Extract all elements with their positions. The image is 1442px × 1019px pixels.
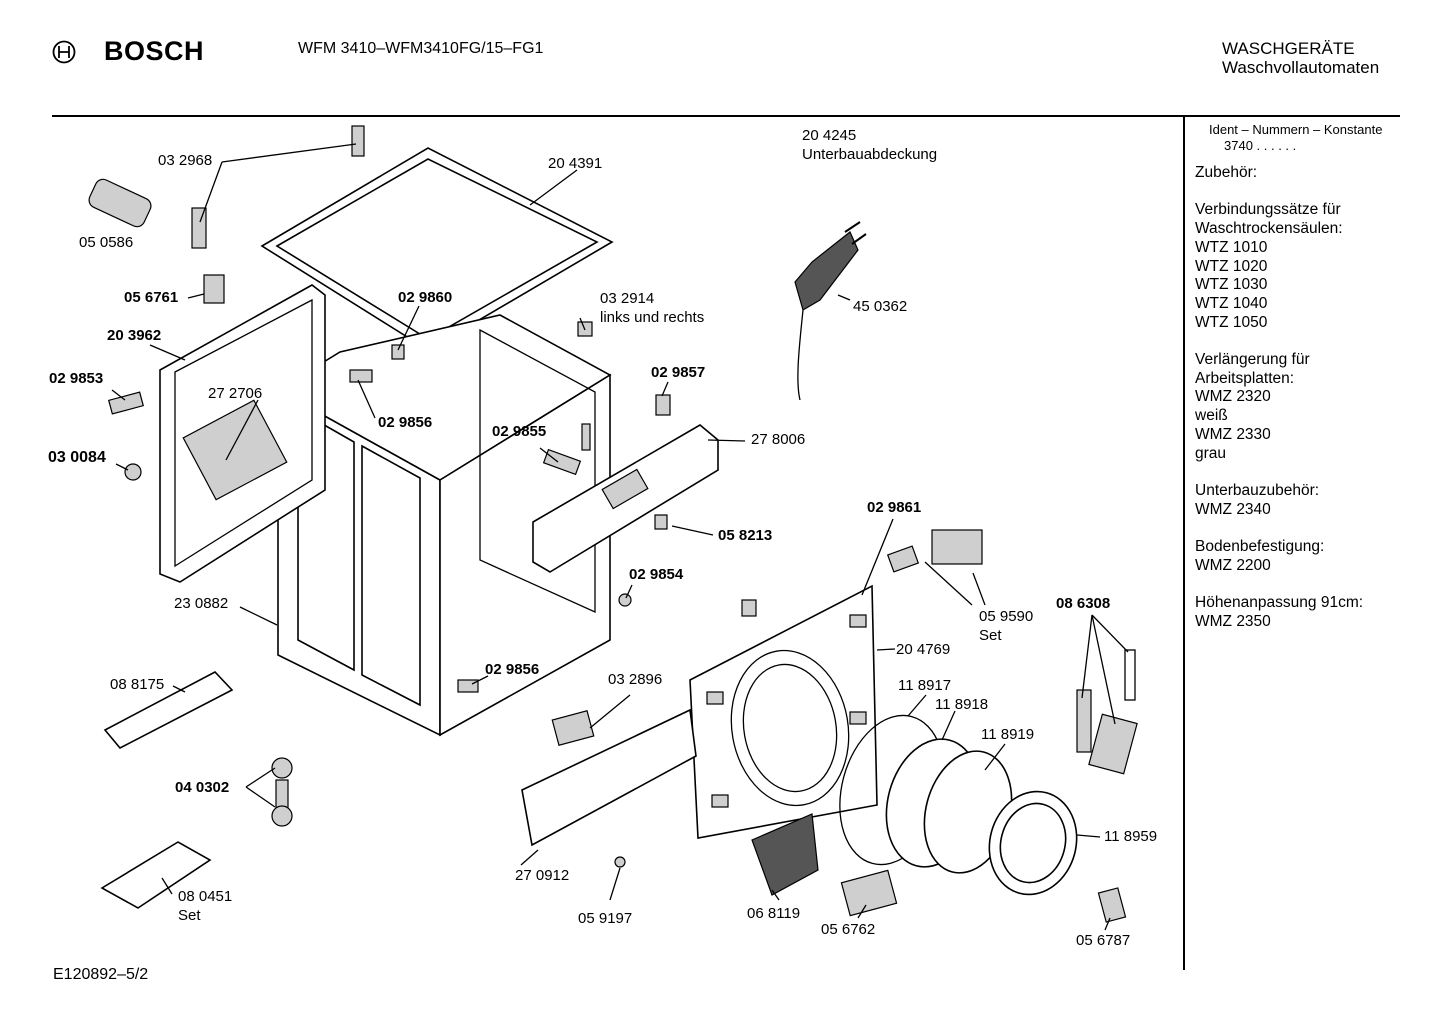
- part-label: 02 9860: [398, 289, 453, 306]
- part-label: 27 8006: [751, 431, 806, 448]
- kick-plate-part: [521, 708, 697, 847]
- part-label: 05 0586: [79, 234, 134, 251]
- part-label: 20 4245: [802, 127, 857, 144]
- ident-value: 3740 . . . . . .: [1224, 138, 1297, 153]
- accessory-line: WMZ 2330: [1195, 425, 1271, 443]
- part-label: 02 9857: [651, 364, 706, 381]
- part-label: 06 8119: [747, 905, 801, 922]
- power-cord-part: [794, 221, 867, 401]
- accessory-line: WTZ 1050: [1195, 313, 1268, 331]
- part-label: 08 8175: [110, 676, 165, 693]
- small-parts: [88, 125, 1138, 923]
- part-label: Unterbauabdeckung: [802, 146, 938, 163]
- ident-header: Ident – Nummern – Konstante: [1209, 122, 1383, 137]
- part-label: 02 9856: [485, 661, 540, 678]
- part-label: 05 8213: [718, 527, 773, 544]
- door-rings-part: [839, 714, 1078, 896]
- accessory-line: Arbeitsplatten:: [1195, 369, 1295, 387]
- part-label: 05 6762: [821, 921, 876, 938]
- accessory-line: Waschtrockensäulen:: [1195, 220, 1343, 238]
- category-title: WASCHGERÄTE: [1222, 39, 1355, 58]
- accessory-line: Höhenanpassung 91cm:: [1195, 594, 1364, 612]
- part-label: 11 8918: [935, 696, 989, 713]
- accessory-line: WTZ 1030: [1195, 276, 1268, 294]
- accessory-line: WTZ 1010: [1195, 238, 1268, 256]
- accessory-line: WMZ 2200: [1195, 556, 1271, 574]
- accessory-line: Zubehör:: [1195, 164, 1258, 181]
- category-subtitle: Waschvollautomaten: [1222, 58, 1380, 77]
- front-panel-part: [689, 584, 878, 839]
- part-label: 27 0912: [515, 867, 570, 884]
- accessory-line: [1195, 463, 1363, 482]
- part-label: 05 6761: [124, 289, 179, 306]
- part-label: 02 9861: [867, 499, 922, 516]
- accessory-line: [1195, 519, 1363, 538]
- side-panel-part: [159, 284, 326, 583]
- part-label: 03 2968: [158, 152, 213, 169]
- accessory-line: weiß: [1195, 407, 1228, 425]
- accessory-line: WMZ 2340: [1195, 500, 1271, 518]
- part-label: 20 3962: [107, 327, 162, 344]
- model-title: WFM 3410–WFM3410FG/15–FG1: [298, 40, 544, 57]
- control-panel-part: [532, 424, 719, 573]
- part-label: 27 2706: [208, 385, 263, 402]
- accessory-line: [1195, 332, 1363, 351]
- part-label: 11 8959: [1104, 828, 1158, 845]
- bosch-logo-icon: [52, 40, 76, 69]
- top-cover-part: [260, 147, 614, 351]
- accessory-line: Unterbauzubehör:: [1195, 481, 1320, 499]
- part-label: 11 8919: [981, 726, 1035, 743]
- accessory-line: Verbindungssätze für: [1195, 201, 1341, 219]
- part-label: 02 9854: [629, 566, 684, 583]
- accessory-line: [1195, 183, 1363, 202]
- part-label: 02 9856: [378, 414, 433, 431]
- part-label: 03 2896: [608, 671, 663, 688]
- part-label: Set: [979, 627, 1002, 644]
- part-label: 05 6787: [1076, 932, 1131, 949]
- part-label: 05 9590: [979, 608, 1034, 625]
- brand-name: BOSCH: [104, 36, 205, 66]
- accessory-line: WMZ 2350: [1195, 612, 1271, 630]
- part-label: 08 0451: [178, 888, 233, 905]
- accessory-list: Zubehör: Verbindungssätze für Waschtrock…: [1195, 164, 1363, 632]
- part-label: 08 6308: [1056, 595, 1111, 612]
- accessory-line: Verlängerung für: [1195, 351, 1310, 368]
- document-id: E120892–5/2: [53, 966, 149, 983]
- leader-lines: [111, 143, 1129, 931]
- part-label: 02 9853: [49, 370, 104, 387]
- part-label: 23 0882: [174, 595, 229, 612]
- part-label: 11 8917: [898, 677, 952, 694]
- part-label: 20 4769: [896, 641, 951, 658]
- part-label: 03 0084: [48, 449, 106, 466]
- part-label: 05 9197: [578, 910, 633, 927]
- accessory-line: WTZ 1020: [1195, 257, 1268, 275]
- accessory-line: Bodenbefestigung:: [1195, 538, 1325, 555]
- accessory-line: grau: [1195, 444, 1227, 462]
- part-label: 02 9855: [492, 423, 547, 440]
- part-label: 03 2914: [600, 290, 655, 307]
- part-label: 04 0302: [175, 779, 230, 796]
- accessory-line: WTZ 1040: [1195, 294, 1268, 312]
- accessory-line: [1195, 575, 1363, 594]
- part-label: 45 0362: [853, 298, 908, 315]
- part-label: 20 4391: [548, 155, 603, 172]
- part-label: links und rechts: [600, 309, 705, 326]
- accessory-line: WMZ 2320: [1195, 388, 1271, 406]
- part-label: Set: [178, 907, 201, 924]
